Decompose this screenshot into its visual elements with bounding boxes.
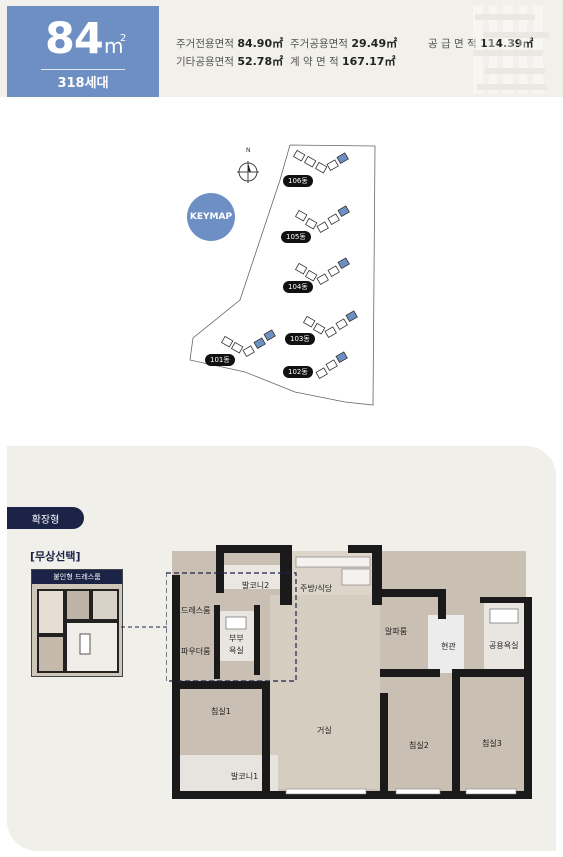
size-number: 84 (45, 14, 104, 64)
spec-value: 29.49㎡ (351, 37, 398, 50)
room-alpha: 알파룸 (385, 627, 408, 636)
north-label: N (246, 147, 251, 154)
badge-divider (41, 69, 125, 70)
building-105 (294, 205, 350, 234)
building-label-103: 103동 (285, 333, 315, 345)
spec-label: 계 약 면 적 (290, 56, 339, 68)
spec-contract: 계 약 면 적 167.17㎡ (290, 53, 395, 69)
room-powder: 파우더룸 (181, 647, 211, 656)
spec-common-residential: 주거공용면적 29.49㎡ (290, 35, 397, 51)
spec-label: 주거공용면적 (290, 38, 348, 50)
spec-label: 기타공용면적 (176, 56, 234, 68)
spec-supply: 공 급 면 적 114.39㎡ (428, 35, 533, 51)
spec-other-common: 기타공용면적 52.78㎡ (176, 53, 283, 69)
north-arrow-icon (237, 161, 259, 183)
room-kitchen: 주방/식당 (300, 584, 333, 593)
spec-value: 167.17㎡ (342, 55, 396, 68)
building-label-102: 102동 (283, 366, 313, 378)
floor-plan (166, 545, 532, 799)
spec-label: 주거전용면적 (176, 38, 234, 50)
room-common-bath: 공용욕실 (489, 641, 519, 650)
building-106 (292, 149, 349, 174)
room-bedroom2: 침실2 (409, 741, 429, 750)
spec-value: 114.39㎡ (480, 37, 533, 50)
option-title: [무상선택] (30, 550, 81, 563)
keymap-badge: KEYMAP (187, 193, 235, 241)
room-dressroom: 드레스룸 (181, 606, 211, 615)
size-unit: m (104, 34, 124, 58)
room-bedroom3: 침실3 (482, 739, 502, 748)
building-101 (220, 329, 276, 358)
spec-exclusive: 주거전용면적 84.90㎡ (176, 35, 283, 51)
option-plan-image (32, 584, 122, 676)
room-bedroom1: 침실1 (211, 707, 231, 716)
decorative-pattern (473, 6, 549, 94)
room-master-bath: 부부 욕실 (229, 634, 244, 655)
building-104 (294, 257, 350, 286)
option-thumbnail: 붙인형 드레스룸 (31, 569, 123, 677)
unit-size-badge: 84 m 2 318세대 (7, 6, 159, 97)
household-count: 318세대 (57, 76, 109, 91)
building-label-101: 101동 (205, 354, 235, 366)
option-name: 붙인형 드레스룸 (32, 570, 122, 584)
room-balcony2: 발코니2 (242, 581, 270, 590)
spec-value: 84.90㎡ (237, 37, 284, 50)
building-label-106: 106동 (283, 175, 313, 187)
option-connector-line (121, 626, 167, 628)
room-living: 거실 (317, 726, 332, 735)
spec-value: 52.78㎡ (237, 55, 284, 68)
building-label-104: 104동 (283, 281, 313, 293)
type-badge: 확장형 (7, 507, 84, 529)
site-map (189, 144, 376, 406)
building-102 (315, 351, 348, 380)
room-entrance: 현관 (441, 642, 456, 651)
size-superscript: 2 (120, 33, 127, 44)
room-balcony1: 발코니1 (231, 772, 259, 781)
spec-label: 공 급 면 적 (428, 38, 477, 50)
building-103 (302, 310, 358, 339)
building-label-105: 105동 (281, 231, 311, 243)
